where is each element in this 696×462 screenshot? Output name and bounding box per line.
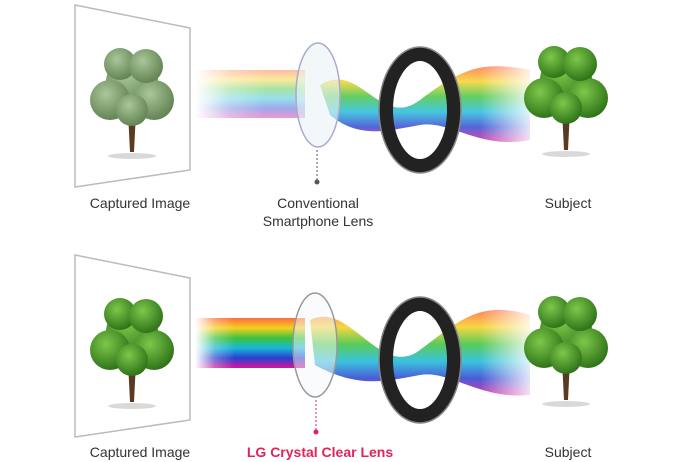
camera-ring-top	[379, 47, 461, 173]
lg-crystal-clear-lens	[292, 292, 338, 398]
subject-label-bottom: Subject	[544, 444, 592, 460]
conventional-lens-label-line2: Smartphone Lens	[262, 213, 374, 229]
conventional-lens	[295, 42, 341, 148]
top-panel-art	[74, 4, 608, 188]
subject-label-top: Subject	[544, 195, 592, 211]
bottom-panel-art	[74, 254, 608, 438]
lg-lens-label: LG Crystal Clear Lens	[246, 444, 394, 460]
captured-image-label-bottom: Captured Image	[89, 444, 191, 460]
conventional-lens-label-line1: Conventional	[277, 195, 359, 211]
captured-image-label-top: Captured Image	[89, 195, 191, 211]
camera-ring-bottom	[379, 297, 461, 423]
